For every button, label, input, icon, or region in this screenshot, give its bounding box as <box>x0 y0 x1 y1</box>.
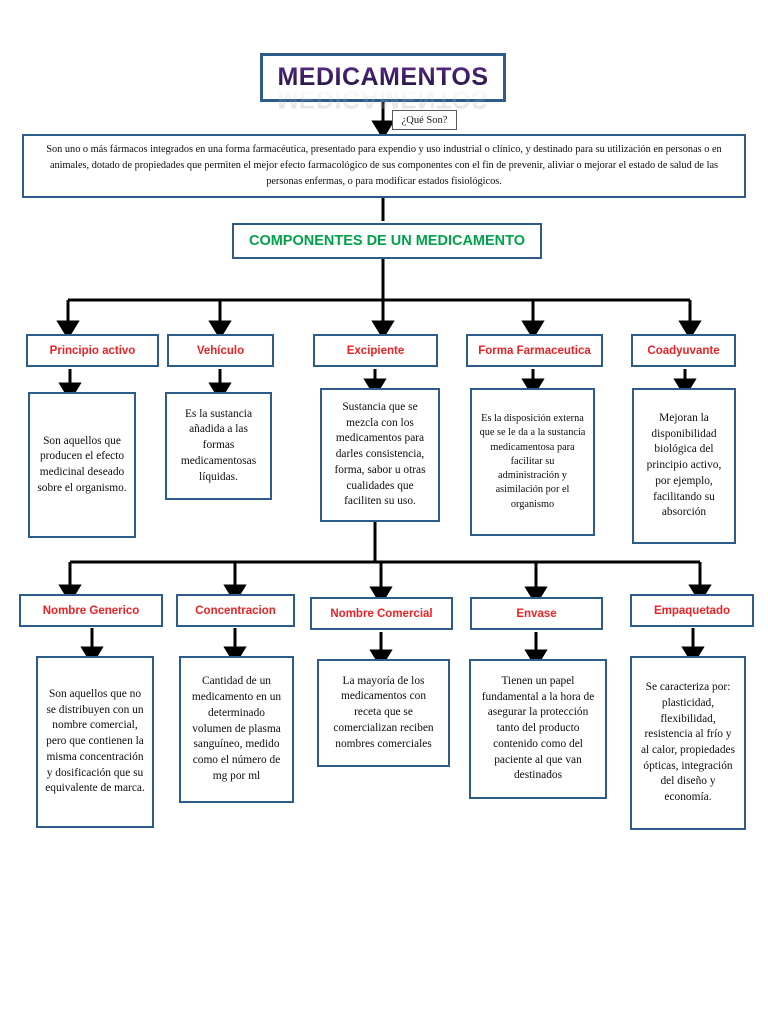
components-header-label: COMPONENTES DE UN MEDICAMENTO <box>248 233 526 249</box>
node-body-text: Mejoran la disponibilidad biológica del … <box>646 411 722 519</box>
definition-text: Son uno o más fármacos integrados en una… <box>46 144 722 187</box>
components-header-box: COMPONENTES DE UN MEDICAMENTO <box>232 223 542 259</box>
node-body-text: Tienen un papel fundamental a la hora de… <box>481 674 595 782</box>
node-body-text: Se caracteriza por: plasticidad, flexibi… <box>640 681 736 804</box>
node-body-coadyuvante: Mejoran la disponibilidad biológica del … <box>632 388 736 544</box>
definition-box: Son uno o más fármacos integrados en una… <box>22 134 746 198</box>
node-header-vehiculo[interactable]: Vehículo <box>167 334 274 367</box>
node-body-nombre-generico: Son aquellos que no se distribuyen con u… <box>36 656 154 828</box>
node-header-label: Principio activo <box>49 344 136 357</box>
node-body-text: La mayoría de los medicamentos con recet… <box>333 674 434 750</box>
node-body-nombre-comercial: La mayoría de los medicamentos con recet… <box>317 659 450 767</box>
node-header-label: Coadyuvante <box>647 344 720 357</box>
node-header-label: Excipiente <box>346 344 405 357</box>
node-header-concentracion[interactable]: Concentracion <box>176 594 295 627</box>
node-body-principio-activo: Son aquellos que producen el efecto medi… <box>28 392 136 538</box>
node-body-concentracion: Cantidad de un medicamento en un determi… <box>179 656 294 803</box>
node-header-nombre-generico[interactable]: Nombre Generico <box>19 594 163 627</box>
node-body-forma-farmaceutica: Es la disposición externa que se le da a… <box>470 388 595 536</box>
node-header-forma-farmaceutica[interactable]: Forma Farmaceutica <box>466 334 603 367</box>
node-header-excipiente[interactable]: Excipiente <box>313 334 438 367</box>
node-header-label: Forma Farmaceutica <box>478 344 591 357</box>
node-body-text: Son aquellos que producen el efecto medi… <box>37 434 127 494</box>
node-body-text: Cantidad de un medicamento en un determi… <box>191 675 282 782</box>
node-body-empaquetado: Se caracteriza por: plasticidad, flexibi… <box>630 656 746 830</box>
node-header-label: Concentracion <box>195 604 276 617</box>
node-header-empaquetado[interactable]: Empaquetado <box>630 594 754 627</box>
node-body-text: Son aquellos que no se distribuyen con u… <box>45 687 145 795</box>
node-header-label: Nombre Comercial <box>330 607 433 620</box>
node-body-text: Es la disposición externa que se le da a… <box>479 413 586 510</box>
node-header-coadyuvante[interactable]: Coadyuvante <box>631 334 736 367</box>
node-header-label: Empaquetado <box>653 604 731 617</box>
question-badge: ¿Qué Son? <box>392 110 457 130</box>
node-body-text: Sustancia que se mezcla con los medicame… <box>334 400 426 508</box>
node-header-envase[interactable]: Envase <box>470 597 603 630</box>
node-header-nombre-comercial[interactable]: Nombre Comercial <box>310 597 453 630</box>
page-title: MEDICAMENTOS <box>277 63 489 91</box>
node-header-label: Envase <box>516 607 557 620</box>
node-header-label: Vehículo <box>196 344 245 357</box>
node-header-label: Nombre Generico <box>42 604 140 617</box>
node-body-text: Es la sustancia añadida a las formas med… <box>180 407 257 483</box>
page-title-box: MEDICAMENTOS <box>260 53 506 102</box>
node-body-excipiente: Sustancia que se mezcla con los medicame… <box>320 388 440 522</box>
node-body-envase: Tienen un papel fundamental a la hora de… <box>469 659 607 799</box>
node-body-vehiculo: Es la sustancia añadida a las formas med… <box>165 392 272 500</box>
node-header-principio-activo[interactable]: Principio activo <box>26 334 159 367</box>
question-badge-label: ¿Qué Son? <box>401 114 448 126</box>
